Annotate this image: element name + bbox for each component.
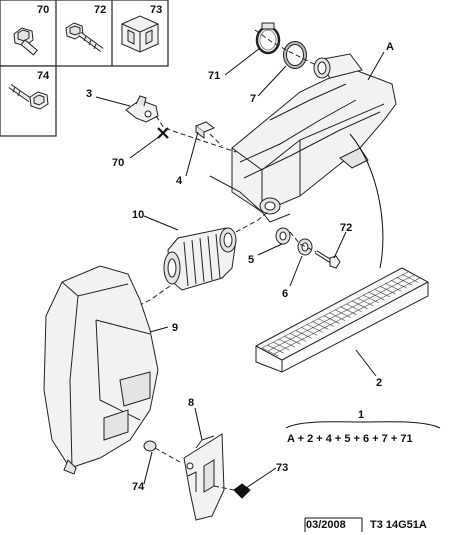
bellows-hose-10 xyxy=(163,227,237,291)
filter-pleat xyxy=(278,338,295,348)
fastener-label-72: 72 xyxy=(94,4,106,16)
callout-3: 3 xyxy=(86,88,92,100)
callout-72: 72 xyxy=(340,222,352,234)
bracket-3 xyxy=(125,95,159,123)
callout-5: 5 xyxy=(248,254,254,266)
filter-pleat xyxy=(368,291,385,301)
hex-bolt-icon xyxy=(13,27,38,56)
bolt-72 xyxy=(314,250,341,269)
callout-71: 71 xyxy=(208,70,220,82)
grommet-6 xyxy=(297,238,313,256)
alignment-line xyxy=(155,115,237,153)
filter-pleat xyxy=(340,306,357,315)
grommet-5 xyxy=(275,227,291,245)
filter-pleat xyxy=(267,344,284,354)
alignment-line xyxy=(209,133,223,147)
air-filter-housing xyxy=(209,53,397,223)
callout-73: 73 xyxy=(276,462,288,474)
callout-9: 9 xyxy=(172,322,178,334)
callout-A: A xyxy=(386,41,394,53)
callout-74: 74 xyxy=(132,481,145,493)
filter-pleat xyxy=(301,327,318,336)
filter-pleat xyxy=(261,347,279,357)
filter-element-2 xyxy=(255,267,429,373)
footer: 03/2008 T3 14G51A xyxy=(304,517,427,532)
fastener-label-74: 74 xyxy=(37,70,50,82)
hex-bolt-icon xyxy=(65,22,104,53)
screw-74 xyxy=(143,440,181,463)
filter-pleat xyxy=(362,294,379,304)
filter-pleat xyxy=(312,321,329,330)
alignment-line xyxy=(235,209,271,233)
filter-pleat xyxy=(379,285,396,295)
clip-nut-icon xyxy=(121,15,159,53)
alignment-line xyxy=(129,285,171,311)
filter-pleat xyxy=(273,341,290,351)
filter-pleat xyxy=(289,332,307,342)
nut-73 xyxy=(233,483,251,499)
assembly-formula: A + 2 + 4 + 5 + 6 + 7 + 71 xyxy=(287,433,413,445)
callout-1: 1 xyxy=(358,409,364,421)
filter-pleat xyxy=(373,288,391,298)
callout-4: 4 xyxy=(176,175,183,187)
leader-lines xyxy=(95,47,385,489)
seal-7 xyxy=(283,41,307,69)
filter-pleat xyxy=(306,324,323,333)
callout-7: 7 xyxy=(250,93,256,105)
fastener-panel: 70 72 73 74 xyxy=(0,0,169,137)
alignment-line xyxy=(254,29,319,67)
filter-pleat xyxy=(401,273,419,283)
filter-pleat xyxy=(334,309,351,318)
housing-to-filter-line xyxy=(349,133,384,269)
callout-10: 10 xyxy=(132,209,144,221)
assembly-brace xyxy=(285,421,441,429)
callout-6: 6 xyxy=(282,288,288,300)
fastener-label-70: 70 xyxy=(37,4,49,16)
assembly-group: 1 A + 2 + 4 + 5 + 6 + 7 + 71 xyxy=(285,409,441,445)
filter-pleat xyxy=(329,312,346,321)
bracket-8 xyxy=(183,433,225,521)
filter-pleat xyxy=(357,297,374,307)
callout-8: 8 xyxy=(188,397,194,409)
footer-date: 03/2008 xyxy=(306,519,346,531)
footer-reference: T3 14G51A xyxy=(370,519,427,531)
callout-2: 2 xyxy=(376,377,382,389)
filter-pleat xyxy=(295,330,312,339)
filter-pleat xyxy=(323,315,340,324)
filter-pleat xyxy=(284,335,301,345)
filter-pleat xyxy=(345,303,363,313)
grommet-4 xyxy=(194,121,216,139)
alignment-line xyxy=(289,231,317,253)
fastener-label-73: 73 xyxy=(150,4,162,16)
callout-70: 70 xyxy=(112,157,124,169)
filter-pleat xyxy=(396,276,413,286)
filter-pleat xyxy=(351,300,368,310)
filter-pleat xyxy=(390,279,407,289)
resonator-box-9 xyxy=(43,265,159,475)
alignment-line xyxy=(213,485,235,491)
filter-pleat xyxy=(385,282,402,292)
hex-bolt-icon xyxy=(8,83,49,110)
filter-pleat xyxy=(317,318,335,327)
hose-clamp-71 xyxy=(255,22,281,55)
